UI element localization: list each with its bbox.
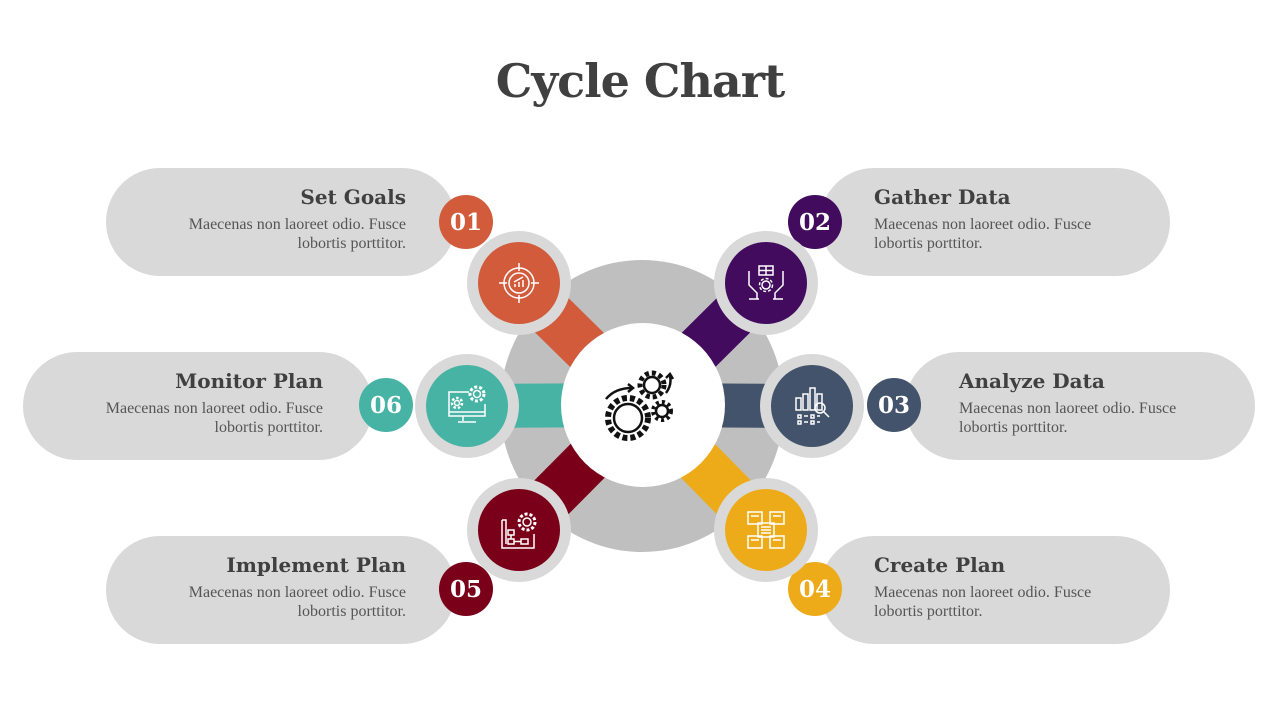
step-title: Implement Plan [226, 553, 406, 577]
step-text: Maecenas non laoreet odio. Fusce loborti… [105, 400, 323, 436]
step-text: Maecenas non laoreet odio. Fusce loborti… [959, 400, 1177, 436]
step-text: Maecenas non laoreet odio. Fusce loborti… [874, 216, 1092, 252]
step-card-create-plan: Create Plan Maecenas non laoreet odio. F… [820, 536, 1170, 644]
hub-center [561, 323, 725, 487]
step-title: Gather Data [874, 185, 1011, 209]
step-icon-circle [760, 354, 864, 458]
blueprint-gear-icon [501, 512, 537, 549]
flow-documents-icon [747, 511, 785, 549]
target-chart-icon [499, 263, 539, 303]
step-card-gather-data: Gather Data Maecenas non laoreet odio. F… [820, 168, 1170, 276]
step-title: Set Goals [300, 185, 406, 209]
step-icon-circle [415, 354, 519, 458]
step-title: Monitor Plan [175, 369, 323, 393]
step-icon-circle [467, 231, 571, 335]
step-number-badge: 03 [867, 378, 921, 432]
step-number-badge: 05 [439, 562, 493, 616]
step-icon-circle [714, 478, 818, 582]
step-icon-circle [714, 231, 818, 335]
step-title: Create Plan [874, 553, 1006, 577]
step-card-implement-plan: Implement Plan Maecenas non laoreet odio… [106, 536, 456, 644]
step-title: Analyze Data [959, 369, 1105, 393]
step-card-set-goals: Set Goals Maecenas non laoreet odio. Fus… [106, 168, 456, 276]
step-icon-circle [467, 478, 571, 582]
monitor-gears-icon [448, 385, 486, 423]
slide-title: Cycle Chart [495, 54, 785, 108]
bar-chart-magnifier-icon [795, 387, 830, 425]
step-number-badge: 01 [439, 195, 493, 249]
step-text: Maecenas non laoreet odio. Fusce loborti… [188, 584, 406, 620]
step-card-monitor-plan: Monitor Plan Maecenas non laoreet odio. … [23, 352, 373, 460]
step-card-analyze-data: Analyze Data Maecenas non laoreet odio. … [905, 352, 1255, 460]
step-text: Maecenas non laoreet odio. Fusce loborti… [188, 216, 406, 252]
step-text: Maecenas non laoreet odio. Fusce loborti… [874, 584, 1092, 620]
gears-cycle-icon [605, 370, 675, 441]
step-number-badge: 06 [359, 378, 413, 432]
hands-data-gear-icon [748, 265, 784, 300]
step-number-badge: 02 [788, 195, 842, 249]
